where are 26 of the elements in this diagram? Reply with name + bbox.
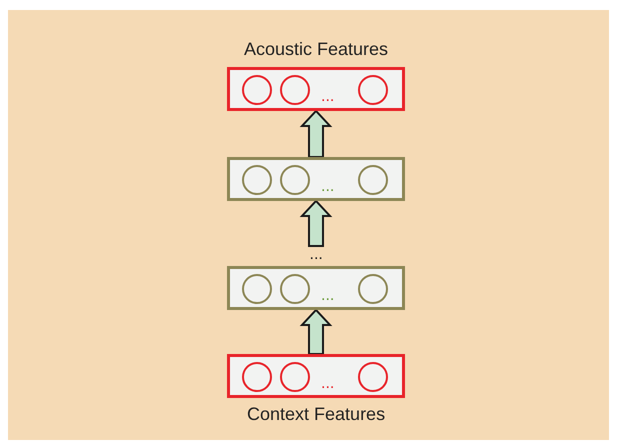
neuron-circle [280, 165, 310, 195]
layer-box [227, 157, 405, 201]
neuron-circle [358, 362, 388, 392]
ellipsis: ... [321, 376, 334, 392]
ellipsis: ... [321, 288, 334, 304]
layer-caption: Acoustic Features [244, 39, 388, 59]
ellipsis: ... [310, 247, 323, 263]
neuron-circle [280, 75, 310, 105]
neuron-circle [242, 362, 272, 392]
neuron-circle [280, 362, 310, 392]
neuron-circle [358, 75, 388, 105]
neuron-circle [242, 165, 272, 195]
block-arrow [300, 110, 332, 158]
neuron-circle [358, 165, 388, 195]
neuron-circle [242, 274, 272, 304]
neuron-circle [242, 75, 272, 105]
layer-box [227, 266, 405, 310]
neuron-circle [358, 274, 388, 304]
block-arrow [300, 200, 332, 247]
block-arrow [300, 308, 332, 355]
layer-caption: Context Features [247, 404, 386, 424]
layer-box [227, 354, 405, 398]
neuron-circle [280, 274, 310, 304]
ellipsis: ... [321, 89, 334, 105]
layer-box [227, 67, 405, 111]
ellipsis: ... [321, 179, 334, 195]
